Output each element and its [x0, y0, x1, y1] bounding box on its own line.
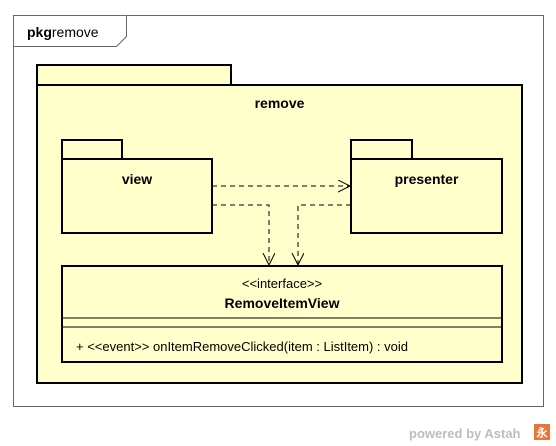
frame-keyword: pkg	[27, 24, 52, 40]
frame-title-text: pkgremove	[27, 24, 99, 40]
package-view-body	[61, 158, 213, 234]
package-view-name: view	[122, 171, 152, 187]
dependencies	[212, 186, 351, 265]
package-remove-tab	[36, 64, 232, 86]
dependency-view-to-interface[interactable]	[212, 204, 269, 265]
interface-name: RemoveItemView	[225, 295, 340, 311]
astah-logo-icon	[534, 424, 550, 440]
powered-by-text: powered by Astah	[409, 426, 521, 441]
package-presenter-body	[350, 158, 503, 234]
interface-remove-item-view[interactable]: <<interface>> RemoveItemView + <<event>>…	[61, 265, 503, 363]
footer: powered by Astah 永	[409, 424, 550, 441]
package-view[interactable]: view	[61, 139, 213, 234]
interface-stereotype: <<interface>>	[242, 276, 322, 291]
frame-title-tab	[13, 15, 127, 47]
package-presenter-tab	[350, 139, 413, 160]
interface-operation: + <<event>> onItemRemoveClicked(item : L…	[76, 339, 408, 354]
dependency-presenter-to-interface[interactable]	[298, 204, 351, 265]
package-view-tab	[61, 139, 123, 160]
interface-box	[61, 265, 503, 363]
astah-logo-glyph: 永	[536, 426, 549, 440]
frame-name: remove	[52, 24, 99, 40]
package-remove-name: remove	[255, 95, 305, 111]
package-presenter[interactable]: presenter	[350, 139, 503, 234]
package-presenter-name: presenter	[395, 171, 459, 187]
